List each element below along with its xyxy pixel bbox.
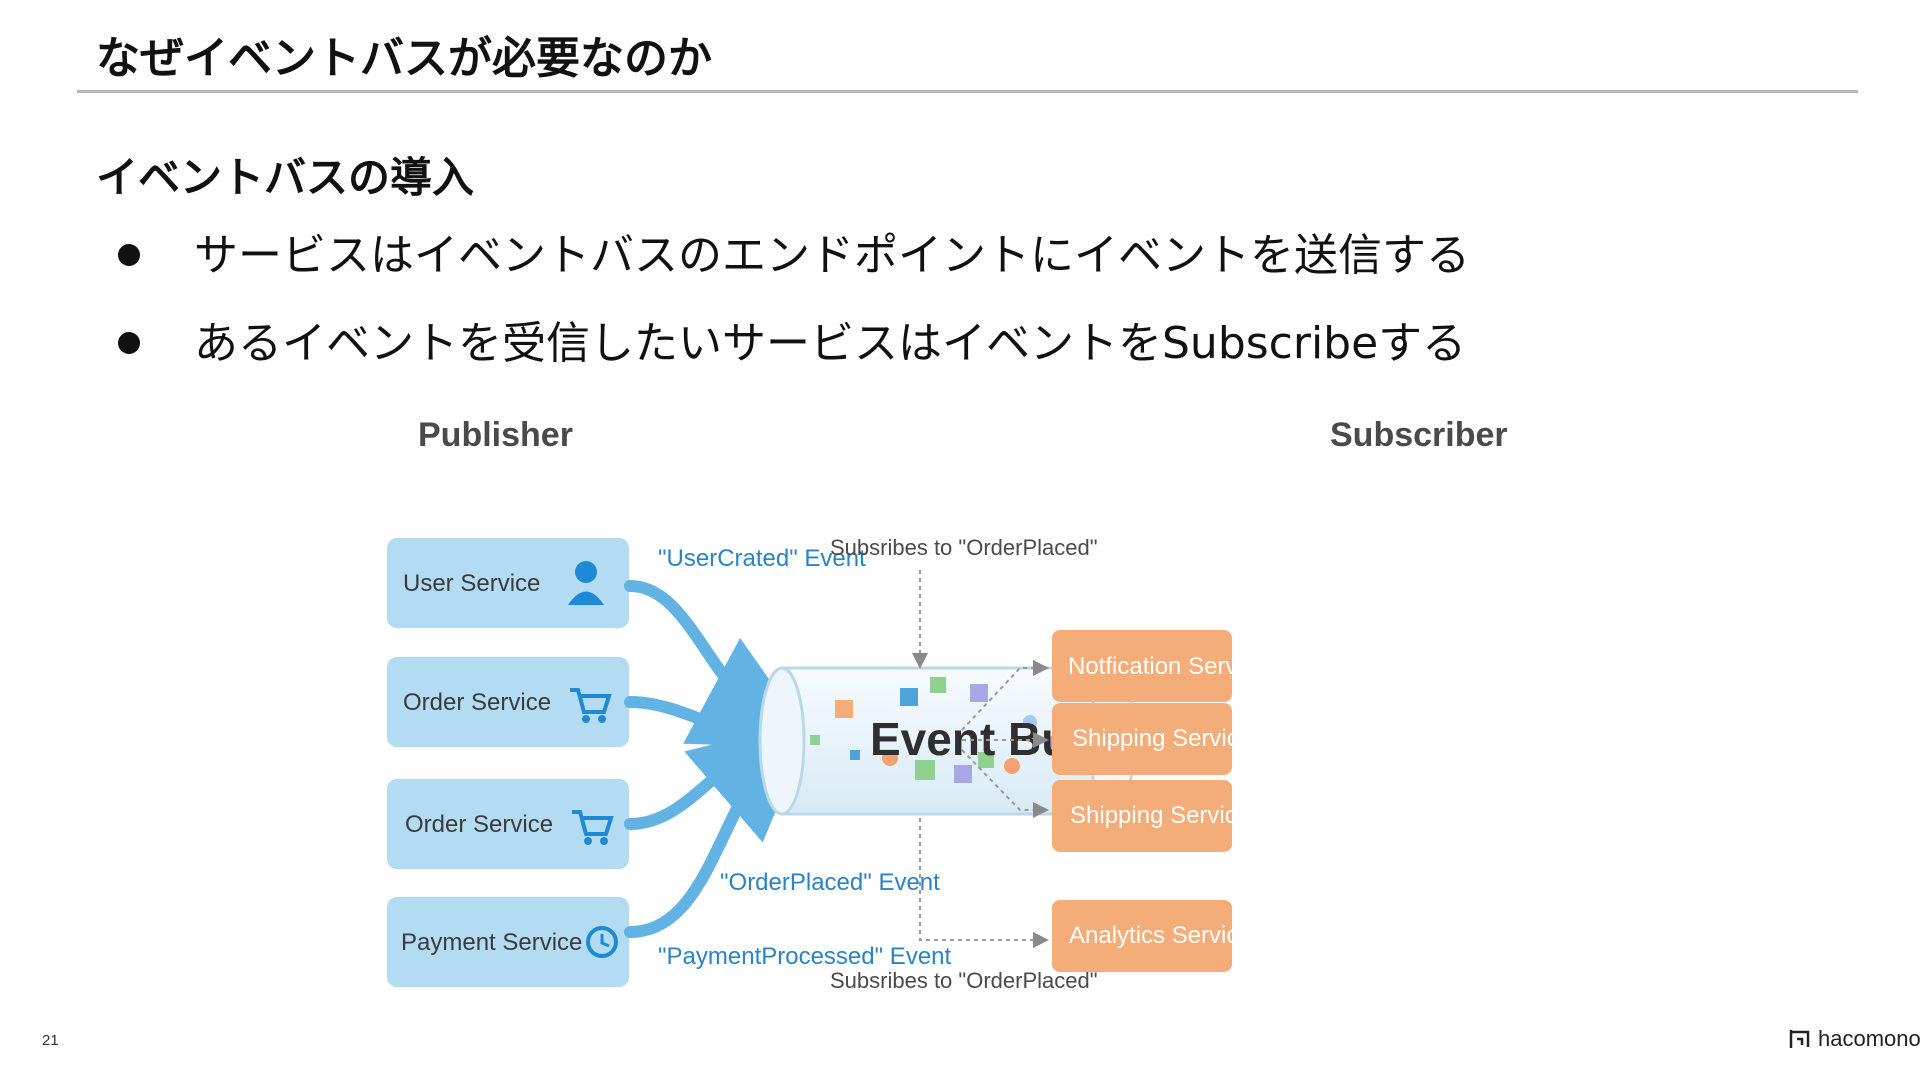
subscribes-label-top: Subsribes to "OrderPlaced" xyxy=(830,535,1098,560)
hacomono-logo-icon xyxy=(1789,1030,1810,1048)
title-divider xyxy=(77,90,1858,93)
publisher-order-service: Order Service xyxy=(387,657,629,747)
subscriber-label: Notfication Service xyxy=(1068,653,1268,680)
publisher-title: Publisher xyxy=(418,416,573,454)
event-label-order-placed: "OrderPlaced" Event xyxy=(720,869,940,896)
subscriber-label: Shipping Service xyxy=(1072,725,1252,752)
section-heading: イベントバスの導入 xyxy=(96,153,475,202)
bullet-item: あるイベントを受信したいサービスはイベントをSubscribeする xyxy=(118,314,1470,402)
event-bus-diagram: Publisher Subscriber User Service Order … xyxy=(330,400,1590,1020)
subscriber-label: Analytics Service xyxy=(1069,922,1252,949)
subscriber-shipping-service-2: Shipping Service xyxy=(1052,780,1250,852)
subscriber-analytics-service: Analytics Service xyxy=(1052,900,1252,972)
publisher-order-service-2: Order Service xyxy=(387,779,629,869)
bullet-dot xyxy=(118,332,140,354)
event-particles xyxy=(810,677,1098,783)
bullet-dot xyxy=(118,244,140,266)
subscriber-title: Subscriber xyxy=(1330,416,1508,454)
slide-title: なぜイベントバスが必要なのか xyxy=(96,33,712,84)
bullet-text: あるイベントを受信したいサービスはイベントをSubscribeする xyxy=(194,318,1467,369)
subscriber-shipping-service: Shipping Service xyxy=(1052,703,1252,775)
subscriber-notification-service: Notfication Service xyxy=(1052,630,1268,702)
bullet-item: サービスはイベントバスのエンドポイントにイベントを送信する xyxy=(118,226,1470,314)
bullet-list: サービスはイベントバスのエンドポイントにイベントを送信する あるイベントを受信し… xyxy=(118,226,1470,402)
publisher-label: Order Service xyxy=(405,811,553,838)
brand-name: hacomono xyxy=(1818,1026,1920,1051)
cart-icon xyxy=(572,810,614,845)
publisher-user-service: User Service xyxy=(387,538,629,628)
subscribe-arrows xyxy=(912,570,1049,948)
publisher-label: User Service xyxy=(403,570,540,597)
subscriber-label: Shipping Service xyxy=(1070,802,1250,829)
clock-icon xyxy=(586,926,618,958)
publisher-label: Order Service xyxy=(403,689,551,716)
publisher-label: Payment Service xyxy=(401,929,582,956)
event-label-payment-processed: "PaymentProcessed" Event xyxy=(658,943,952,970)
publisher-payment-service: Payment Service xyxy=(387,897,629,987)
user-icon xyxy=(568,561,604,605)
brand-footer: hacomono xyxy=(1788,1026,1920,1052)
subscribes-label-bottom: Subsribes to "OrderPlaced" xyxy=(830,968,1098,993)
cart-icon xyxy=(570,688,612,723)
event-label-user-crated: "UserCrated" Event xyxy=(658,545,866,572)
bullet-text: サービスはイベントバスのエンドポイントにイベントを送信する xyxy=(194,230,1470,281)
page-number: 21 xyxy=(42,1032,59,1049)
